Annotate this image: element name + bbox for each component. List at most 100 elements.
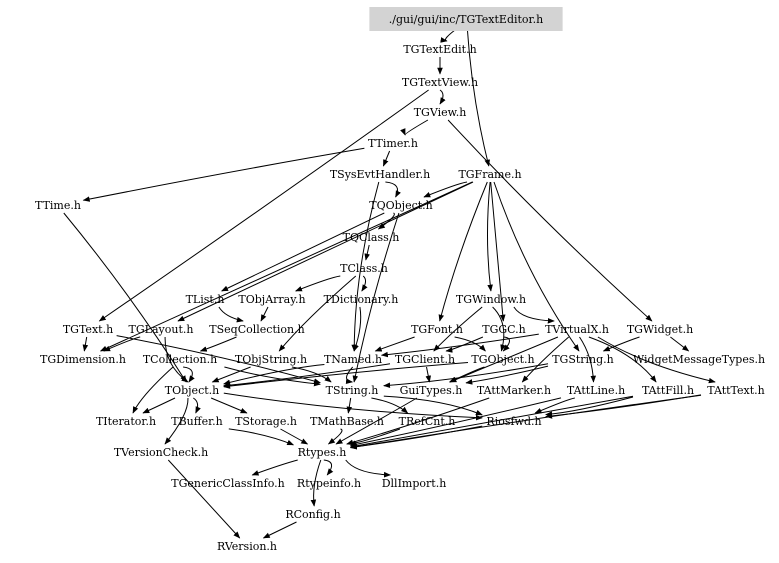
node-TGText[interactable]: TGText.h	[63, 323, 113, 336]
edge-TCollection-to-TIterator	[132, 366, 174, 414]
node-RVersion[interactable]: RVersion.h	[217, 540, 277, 553]
edge-TObject-to-TIterator	[142, 397, 176, 414]
node-TGView[interactable]: TGView.h	[414, 106, 467, 119]
node-label: TDictionary.h	[324, 293, 399, 306]
edge-TGFrame-to-TGWindow	[486, 181, 493, 292]
node-TGFont[interactable]: TGFont.h	[411, 323, 463, 336]
edge-TStorage-to-Rtypes	[280, 428, 309, 445]
node-TSysEvtHandler[interactable]: TSysEvtHandler.h	[330, 168, 430, 181]
node-label: TQClass.h	[343, 231, 400, 244]
edge-TTimer-to-TSysEvtHandler	[382, 150, 391, 167]
root-node[interactable]: ./gui/gui/inc/TGTextEditor.h	[369, 7, 563, 31]
node-TQClass[interactable]: TQClass.h	[343, 231, 400, 244]
node-TGTextView[interactable]: TGTextView.h	[402, 76, 478, 89]
edge-TObjString-to-TString	[291, 366, 332, 383]
node-TVirtualX[interactable]: TVirtualX.h	[545, 323, 609, 336]
node-TClass[interactable]: TClass.h	[340, 262, 388, 275]
node-TObjArray[interactable]: TObjArray.h	[238, 293, 305, 306]
node-TGLayout[interactable]: TGLayout.h	[129, 323, 194, 336]
node-label: TGFrame.h	[458, 168, 521, 181]
node-TGWidget[interactable]: TGWidget.h	[627, 323, 693, 336]
node-label: TAttText.h	[707, 384, 765, 397]
node-label: Rtypes.h	[298, 446, 347, 459]
edge-TGFrame-to-TGFont	[438, 181, 488, 322]
node-TGObject[interactable]: TGObject.h	[471, 353, 534, 366]
node-TGDimension[interactable]: TGDimension.h	[40, 353, 126, 366]
edge-TSysEvtHandler-to-TNamed	[351, 181, 380, 352]
edge-TDictionary-to-TNamed	[353, 306, 362, 352]
node-TGWindow[interactable]: TGWindow.h	[456, 293, 526, 306]
node-label: TGClient.h	[395, 353, 455, 366]
node-TGFrame[interactable]: TGFrame.h	[458, 168, 521, 181]
node-label: ./gui/gui/inc/TGTextEditor.h	[389, 13, 543, 26]
node-label: TVirtualX.h	[545, 323, 609, 336]
node-TTimer[interactable]: TTimer.h	[368, 137, 418, 150]
node-TNamed[interactable]: TNamed.h	[324, 353, 382, 366]
edge-TGFrame-to-TGGC	[490, 181, 506, 322]
node-Riosfwd[interactable]: Riosfwd.h	[486, 415, 541, 428]
node-Rtypeinfo[interactable]: Rtypeinfo.h	[297, 477, 361, 490]
node-TObjString[interactable]: TObjString.h	[235, 353, 307, 366]
edge-TGFrame-to-TGLayout	[177, 181, 474, 322]
node-TGenericClassInfo[interactable]: TGenericClassInfo.h	[171, 477, 284, 490]
node-TGTextEdit[interactable]: TGTextEdit.h	[403, 43, 476, 56]
node-TAttText[interactable]: TAttText.h	[707, 384, 765, 397]
edge-TAttFill-to-Rtypes	[349, 395, 634, 449]
node-TAttFill[interactable]: TAttFill.h	[642, 384, 694, 397]
edge-TSysEvtHandler-to-TQObject	[385, 181, 401, 198]
node-label: TGLayout.h	[129, 323, 194, 336]
node-TTime[interactable]: TTime.h	[35, 199, 81, 212]
node-label: WidgetMessageTypes.h	[633, 353, 765, 366]
node-label: TGWidget.h	[627, 323, 693, 336]
edge-TSeqCollection-to-TCollection	[199, 336, 237, 352]
edge-TGFont-to-TGObject	[454, 336, 486, 352]
node-label: TObject.h	[165, 384, 219, 397]
edge-RConfig-to-RVersion	[262, 521, 297, 539]
node-TStorage[interactable]: TStorage.h	[235, 415, 297, 428]
root-node-box	[369, 7, 563, 31]
node-DllImport[interactable]: DllImport.h	[382, 477, 447, 490]
node-TMathBase[interactable]: TMathBase.h	[310, 415, 384, 428]
node-TSeqCollection[interactable]: TSeqCollection.h	[209, 323, 304, 336]
edge-TGFont-to-TNamed	[374, 336, 415, 352]
node-TIterator[interactable]: TIterator.h	[96, 415, 156, 428]
node-RConfig[interactable]: RConfig.h	[285, 508, 340, 521]
edge-TGView-to-TTimer	[400, 119, 429, 136]
node-TRefCnt[interactable]: TRefCnt.h	[399, 415, 456, 428]
node-WidgetMessageTypes[interactable]: WidgetMessageTypes.h	[633, 353, 765, 366]
edge-TObject-to-TStorage	[210, 397, 248, 414]
node-TDictionary[interactable]: TDictionary.h	[324, 293, 399, 306]
edge-TCollection-to-TString	[224, 366, 321, 387]
edge-TNamed-to-TString	[345, 366, 354, 384]
node-TVersionCheck[interactable]: TVersionCheck.h	[114, 446, 208, 459]
node-TAttMarker[interactable]: TAttMarker.h	[477, 384, 551, 397]
node-TString[interactable]: TString.h	[326, 384, 379, 397]
node-TList[interactable]: TList.h	[186, 293, 225, 306]
node-TCollection[interactable]: TCollection.h	[143, 353, 217, 366]
node-label: TTime.h	[35, 199, 81, 212]
edge-TGWidget-to-TGString	[602, 336, 640, 352]
node-label: TSysEvtHandler.h	[330, 168, 430, 181]
node-label: TRefCnt.h	[399, 415, 456, 428]
edge-TClass-to-TDictionary	[361, 275, 368, 292]
node-TBuffer[interactable]: TBuffer.h	[171, 415, 222, 428]
node-TGGC[interactable]: TGGC.h	[482, 323, 526, 336]
node-TGClient[interactable]: TGClient.h	[395, 353, 455, 366]
edge-TCollection-to-TObject	[183, 366, 195, 383]
edge-TGGC-to-TGClient	[445, 336, 484, 353]
edge-TObjString-to-TObject	[211, 366, 251, 383]
edge-TGObject-to-TObject	[223, 362, 469, 389]
edge-TAttFill-to-Riosfwd	[545, 396, 634, 417]
node-label: TGString.h	[552, 353, 614, 366]
node-GuiTypes[interactable]: GuiTypes.h	[400, 384, 463, 397]
node-TObject[interactable]: TObject.h	[165, 384, 219, 397]
node-TQObject[interactable]: TQObject.h	[369, 199, 433, 212]
edge-TMathBase-to-Rtypes	[327, 428, 343, 445]
node-Rtypes[interactable]: Rtypes.h	[298, 446, 347, 459]
node-TAttLine[interactable]: TAttLine.h	[567, 384, 625, 397]
node-TGString[interactable]: TGString.h	[552, 353, 614, 366]
edge-TString-to-Riosfwd	[383, 395, 483, 416]
node-label: TObjString.h	[235, 353, 307, 366]
edge-Rtypes-to-RConfig	[310, 459, 322, 507]
